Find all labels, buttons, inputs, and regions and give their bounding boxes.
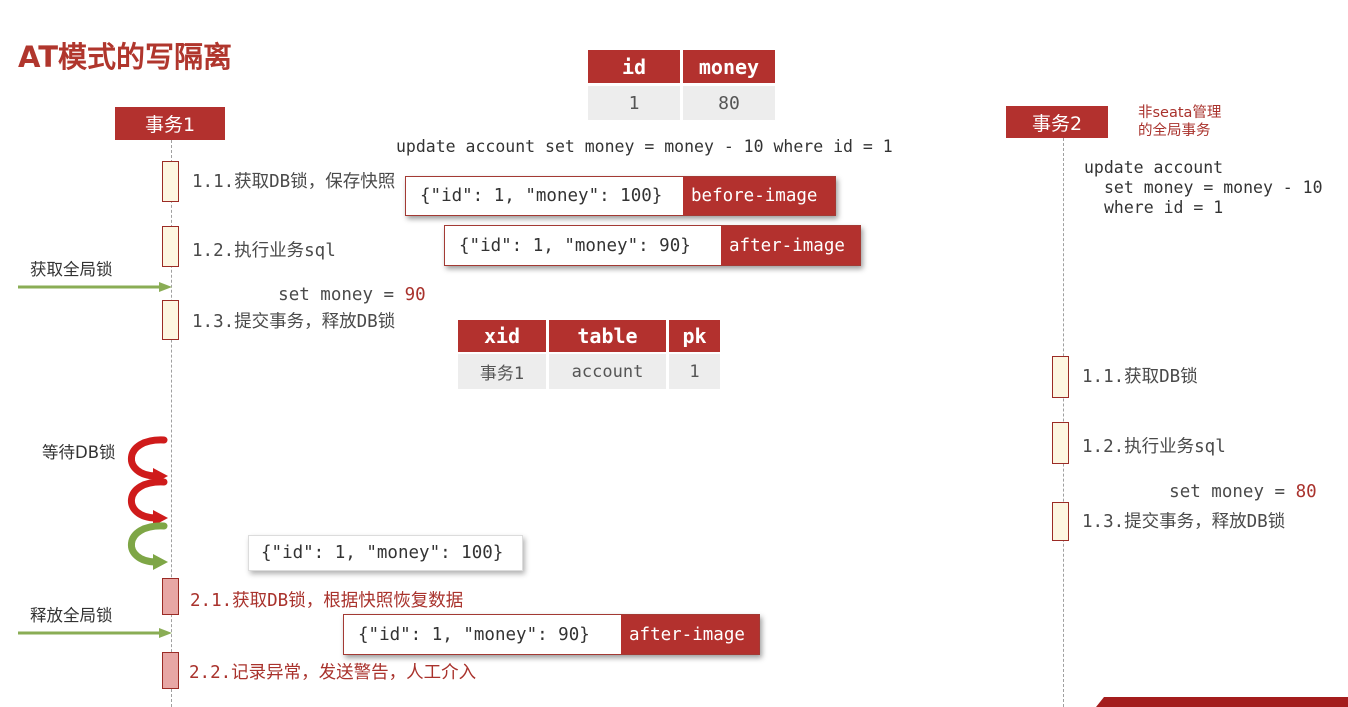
sql-statement: update account set money = money - 10 wh… — [396, 137, 893, 156]
step-label: 1.2.执行业务sql — [1082, 437, 1226, 457]
arrow-head — [159, 282, 172, 292]
table-cell: 1 — [588, 86, 680, 120]
step-sql-value: 80 — [1295, 482, 1317, 502]
table-cell: 事务1 — [458, 354, 546, 389]
step-label: 1.2.执行业务sql — [192, 241, 336, 261]
loop-arc — [127, 522, 168, 566]
after-image-snapshot: {"id": 1, "money": 90} after-image — [444, 225, 861, 266]
activation-box — [1052, 356, 1069, 398]
table-cell: 80 — [683, 86, 775, 120]
loop-arc — [127, 436, 168, 480]
loop-arc — [127, 478, 168, 522]
step-sql-value: 90 — [404, 285, 426, 305]
step-label: 1.3.提交事务，释放DB锁 — [192, 312, 396, 332]
footer-banner — [1096, 697, 1348, 707]
transaction-2-note: 的全局事务 — [1138, 123, 1211, 139]
table-header-cell: id — [588, 50, 680, 83]
transaction-2-note: 非seata管理 — [1138, 105, 1222, 121]
table-cell: 1 — [669, 354, 720, 389]
step-label: 1.3.提交事务，释放DB锁 — [1082, 512, 1286, 532]
slide-title: AT模式的写隔离 — [18, 40, 232, 74]
step-sql-prefix: set money = — [278, 285, 405, 305]
table-header-cell: table — [549, 320, 666, 352]
account-table: id money 1 80 — [588, 50, 775, 120]
snapshot-json: {"id": 1, "money": 90} — [445, 226, 721, 265]
after-image-snapshot: {"id": 1, "money": 90} after-image — [343, 614, 760, 655]
snapshot-tag: after-image — [721, 226, 860, 265]
activation-box — [1052, 422, 1069, 464]
transaction-2-header: 事务2 — [1006, 106, 1108, 138]
activation-box — [1052, 502, 1069, 541]
acquire-global-lock-label: 获取全局锁 — [30, 260, 113, 279]
step-sql: set money = 90 — [236, 262, 426, 328]
rollback-activation-box — [162, 578, 179, 615]
table-header-cell: money — [683, 50, 775, 83]
loop-arrow-head — [153, 554, 168, 570]
activation-box — [162, 300, 179, 340]
table-header-cell: xid — [458, 320, 546, 352]
activation-box — [162, 161, 179, 202]
activation-box — [162, 226, 179, 267]
rollback-step-label: 2.1.获取DB锁，根据快照恢复数据 — [190, 591, 464, 611]
global-lock-table: xid table pk 事务1 account 1 — [458, 320, 720, 389]
transaction-1-lifeline — [171, 140, 172, 707]
transaction-2-sql-line: update account — [1084, 158, 1224, 177]
before-image-snapshot: {"id": 1, "money": 100} before-image — [405, 176, 836, 216]
snapshot-json: {"id": 1, "money": 90} — [344, 615, 621, 654]
table-header-cell: pk — [669, 320, 720, 352]
wait-loop-arrows — [127, 436, 168, 570]
red-loop-arrow-icon — [127, 478, 168, 526]
snapshot-tag: before-image — [683, 177, 835, 215]
transaction-2-sql-line: where id = 1 — [1104, 198, 1224, 217]
wait-db-lock-label: 等待DB锁 — [42, 443, 116, 462]
release-global-lock-label: 释放全局锁 — [30, 606, 113, 625]
step-sql: set money = 80 — [1127, 459, 1317, 525]
rollback-activation-box — [162, 652, 179, 689]
snapshot-tag: after-image — [621, 615, 759, 654]
footer-banner-shape — [1096, 697, 1348, 707]
transaction-1-header: 事务1 — [115, 107, 225, 140]
step-label: 1.1.获取DB锁，保存快照 — [192, 172, 396, 192]
green-right-arrow-icon — [18, 282, 172, 292]
restored-data-box: {"id": 1, "money": 100} — [248, 535, 523, 571]
transaction-2-sql-line: set money = money - 10 — [1104, 178, 1323, 197]
step-sql-prefix: set money = — [1169, 482, 1296, 502]
arrow-head — [159, 628, 172, 638]
red-loop-arrow-icon — [127, 436, 168, 484]
table-cell: account — [549, 354, 666, 389]
snapshot-json: {"id": 1, "money": 100} — [406, 177, 683, 215]
loop-arrow-head — [153, 510, 168, 526]
step-label: 1.1.获取DB锁 — [1082, 367, 1198, 387]
green-loop-arrow-icon — [127, 522, 168, 570]
rollback-step-label: 2.2.记录异常，发送警告，人工介入 — [189, 663, 477, 683]
green-right-arrow-icon — [18, 628, 172, 638]
